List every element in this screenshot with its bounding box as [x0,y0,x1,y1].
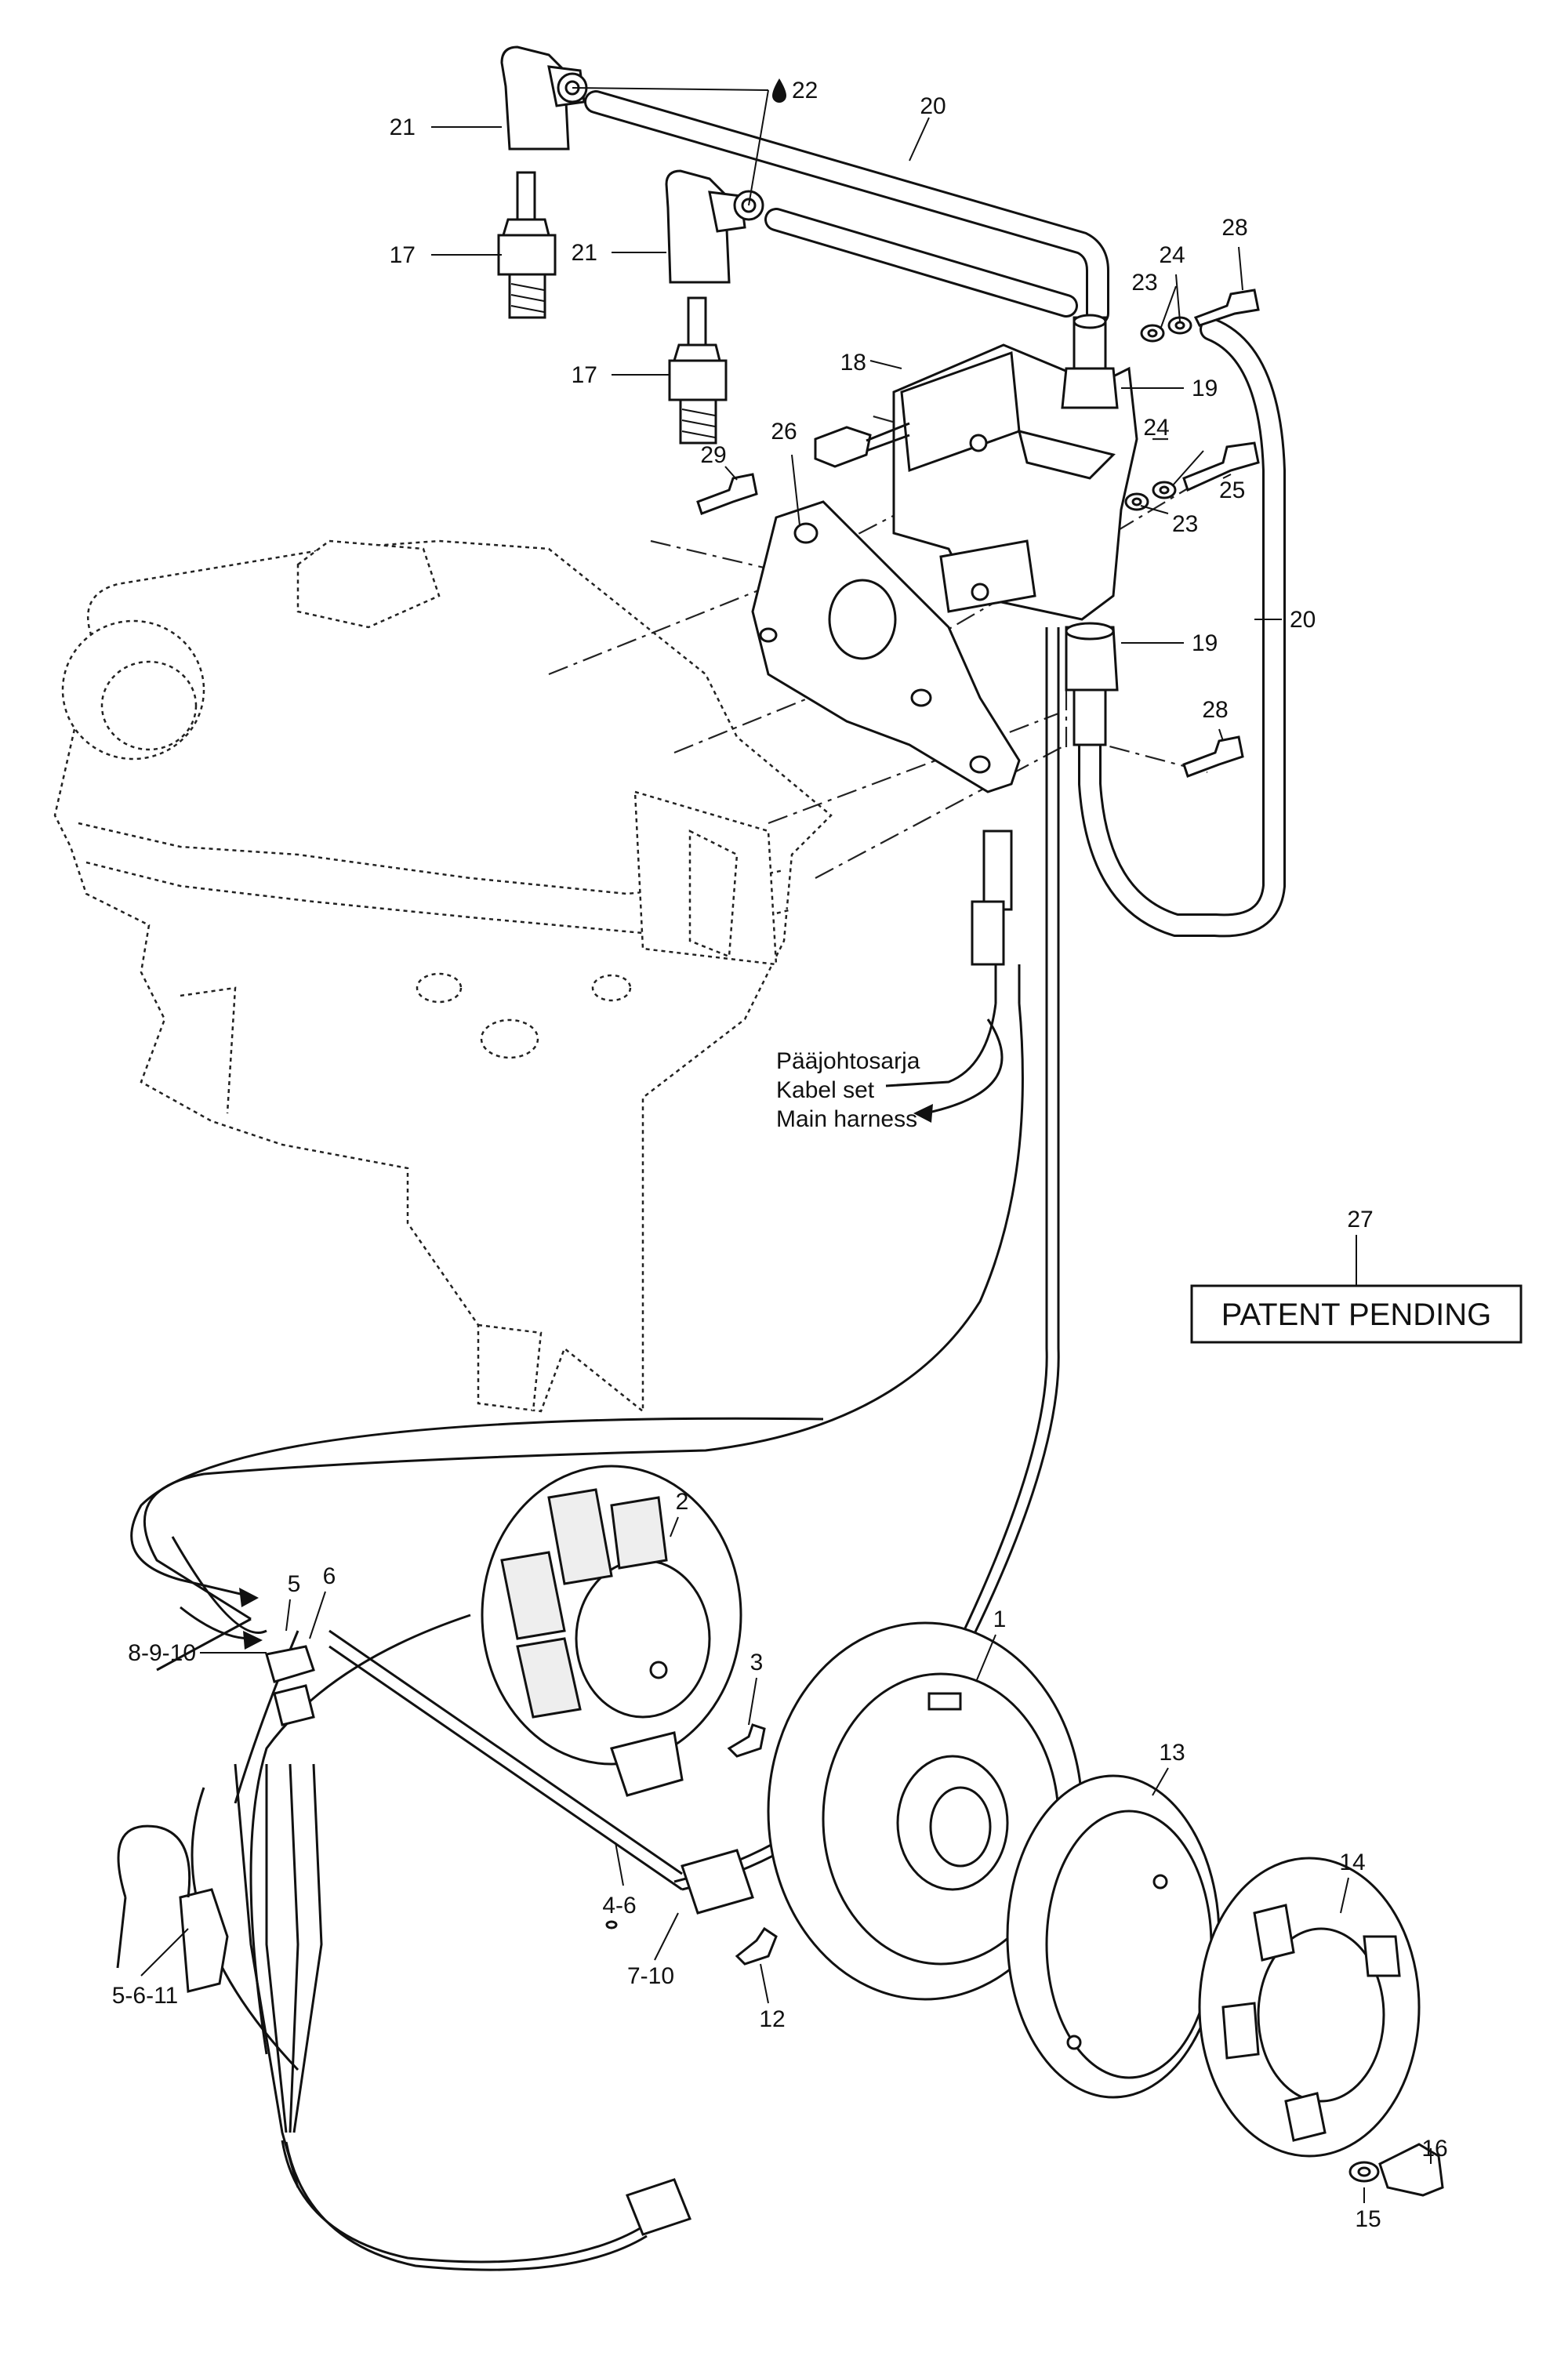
leader-lines [140,87,1432,2203]
screw-28-lower [1182,735,1244,778]
boot-19-upper [1061,314,1119,409]
screw-12 [735,1926,778,1966]
label-5: 5 [288,1571,301,1597]
label-20-right: 20 [1290,607,1316,633]
screw-25 [1182,441,1260,492]
oil-tank-outline [53,539,833,1414]
flywheel-cover-13 [1006,1774,1221,2099]
label-27: 27 [1347,1207,1373,1232]
arrow-head-icon [913,1104,933,1123]
label-5-6-11: 5-6-11 [112,1983,179,2009]
label-23-top: 23 [1131,270,1157,296]
harness-arrows [130,1018,1004,1650]
rotor-1 [767,1621,1083,2001]
label-1: 1 [993,1606,1007,1632]
label-7-10: 7-10 [627,1963,674,1989]
label-24-mid: 24 [1143,415,1169,441]
label-26: 26 [771,419,797,445]
label-4-6: 4-6 [602,1893,636,1919]
label-16: 16 [1421,2136,1447,2162]
stator-2 [481,1465,742,1766]
label-19-upper: 19 [1192,376,1218,401]
spark-plug-cap-21-lower [665,169,764,284]
label-25: 25 [1219,477,1245,503]
patent-pending-text: PATENT PENDING [1221,1298,1492,1332]
patent-pending-box: PATENT PENDING [1190,1284,1523,1344]
starter-pulley-14 [1198,1857,1421,2158]
spark-plug-cap-21-upper [500,45,588,151]
label-17-lower: 17 [572,362,597,388]
label-14: 14 [1339,1850,1365,1875]
label-15: 15 [1355,2206,1381,2232]
label-22: 22 [792,78,818,103]
arrow-head-icon [239,1588,259,1607]
harness-note-line-2: Kabel set [776,1077,875,1103]
label-8-9-10: 8-9-10 [128,1640,196,1666]
arrow-head-icon [243,1631,263,1650]
label-2: 2 [676,1489,689,1515]
label-24-top: 24 [1159,242,1185,268]
stator-wiring [116,1614,754,2271]
label-21-upper: 21 [390,114,416,140]
screw-16 [1378,2143,1444,2197]
label-21-lower: 21 [572,240,597,266]
screw-29 [696,473,758,515]
label-19-lower: 19 [1192,630,1218,656]
label-28-lower: 28 [1202,697,1228,723]
label-28-top: 28 [1221,215,1247,241]
label-20-top: 20 [920,93,946,119]
label-18: 18 [840,350,866,376]
main-harness-note: Pääjohtosarja Kabel set Main harness [776,1048,920,1132]
spark-plug-17-upper [497,171,557,319]
washer-15 [1348,2161,1380,2183]
label-3: 3 [750,1650,764,1675]
ignition-coil-18 [814,343,1138,621]
washer-24-lower [1152,481,1177,499]
label-23-mid: 23 [1172,511,1198,537]
coil-bracket-26 [751,500,1021,793]
screw-28-upper [1193,289,1260,327]
part-labels: 21 17 21 17 22 20 18 26 29 28 24 23 19 2… [112,78,1448,2232]
harness-note-line-3: Main harness [776,1106,917,1132]
label-6: 6 [323,1563,336,1589]
screw-3 [727,1723,766,1758]
washer-23-upper [1140,324,1165,343]
harness-note-line-1: Pääjohtosarja [776,1048,920,1074]
spark-plug-17-lower [668,296,728,445]
boot-19-lower [1065,622,1119,746]
liquid-drop-icon [772,78,786,103]
high-tension-lead-20 [584,90,1286,938]
label-12: 12 [759,2006,785,2032]
label-29: 29 [700,442,726,468]
label-13: 13 [1159,1740,1185,1766]
label-17-upper: 17 [390,242,416,268]
